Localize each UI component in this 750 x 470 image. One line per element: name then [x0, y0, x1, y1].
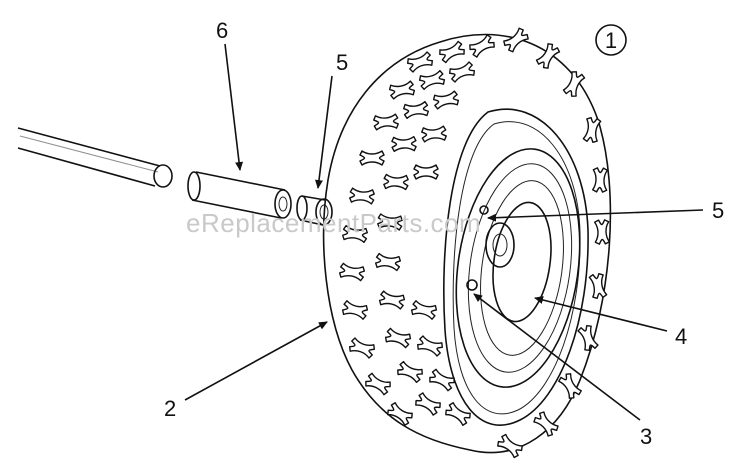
figure-number-badge: 1 — [595, 24, 627, 56]
spacer-tube — [187, 171, 292, 219]
axle-rod — [17, 127, 173, 188]
leader-4 — [534, 296, 668, 332]
callout-leaders — [184, 43, 704, 421]
leader-6 — [224, 43, 244, 171]
leader-3 — [473, 293, 641, 421]
callout-4: 4 — [675, 324, 687, 349]
watermark: eReplacementParts.com — [186, 208, 481, 238]
callout-2: 2 — [164, 396, 176, 421]
callout-6: 6 — [216, 18, 228, 43]
leader-5-top — [315, 75, 333, 189]
wheel-assembly — [322, 26, 612, 460]
figure-number-circle — [595, 24, 627, 56]
leader-5-right — [487, 209, 704, 222]
callout-5-right: 5 — [712, 198, 724, 223]
callout-3: 3 — [640, 424, 652, 449]
callout-5-top: 5 — [336, 50, 348, 75]
figure-number: 1 — [605, 28, 617, 53]
leader-2 — [184, 321, 328, 401]
